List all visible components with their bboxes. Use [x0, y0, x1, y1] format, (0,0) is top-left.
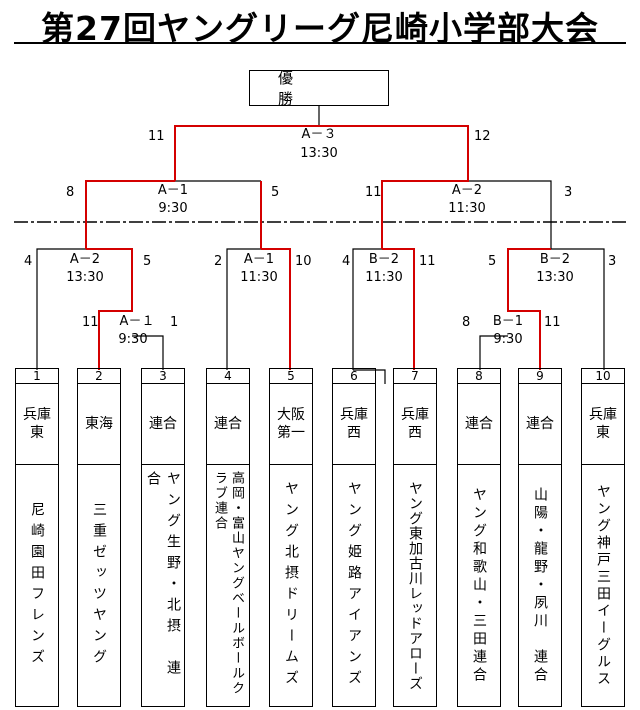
- a1-r1-score-left: 11: [82, 315, 99, 330]
- bracket-winner-path: [85, 125, 551, 370]
- semi-right-time: 11:30: [448, 201, 486, 216]
- team-region: 連合: [457, 383, 501, 465]
- final-time: 13:30: [300, 146, 338, 161]
- b2-right-score-right: 3: [608, 254, 617, 269]
- b1-score-right: 11: [544, 315, 561, 330]
- team-3: 3 連合 ヤング生野・北摂 連合: [141, 368, 185, 707]
- team-number: 7: [393, 368, 437, 384]
- team-region: 兵庫東: [15, 383, 59, 465]
- team-6: 6 兵庫西 ヤング姫路アイアンズ: [332, 368, 376, 707]
- a1-r1-time: 9:30: [118, 332, 148, 347]
- team-number: 1: [15, 368, 59, 384]
- team-name: ヤング神戸三田イーグルス: [581, 464, 625, 707]
- b2-left-score-right: 11: [419, 254, 436, 269]
- team-region: 大阪第一: [269, 383, 313, 465]
- b2-right-court: B－2: [539, 252, 571, 267]
- team-1: 1 兵庫東 尼崎園田フレンズ: [15, 368, 59, 707]
- a1-r2-time: 11:30: [240, 270, 278, 285]
- team-number: 4: [206, 368, 250, 384]
- team-name: ヤング姫路アイアンズ: [332, 464, 376, 707]
- a1-r2-score-left: 2: [214, 254, 223, 269]
- team-number: 3: [141, 368, 185, 384]
- semi-left-time: 9:30: [158, 201, 188, 216]
- b1-court: B－1: [492, 314, 524, 329]
- semi-right-court: A－2: [451, 183, 483, 198]
- b2-right-time: 13:30: [536, 270, 574, 285]
- team-number: 9: [518, 368, 562, 384]
- team-name: ヤング東加古川レッドアローズ: [393, 464, 437, 707]
- b1-time: 9:30: [493, 332, 523, 347]
- team-region: 東海: [77, 383, 121, 465]
- page-title: 第27回ヤングリーグ尼崎小学部大会: [41, 9, 599, 48]
- team-name: 尼崎園田フレンズ: [15, 464, 59, 707]
- a2-score-right: 5: [143, 254, 152, 269]
- b2-left-score-left: 4: [342, 254, 351, 269]
- team-name: ヤング和歌山・三田連合: [457, 464, 501, 707]
- semi-left-score-left: 8: [66, 185, 75, 200]
- team-region: 連合: [518, 383, 562, 465]
- team-name: 三重ゼッツヤング: [77, 464, 121, 707]
- title-underline: [14, 42, 626, 44]
- team-name: ヤング生野・北摂 連合: [141, 464, 185, 707]
- b2-right-score-left: 5: [488, 254, 497, 269]
- team-number: 5: [269, 368, 313, 384]
- team-4: 4 連合 高岡・富山ヤングベールボールクラブ連合: [206, 368, 250, 707]
- team-region: 兵庫西: [332, 383, 376, 465]
- team-number: 2: [77, 368, 121, 384]
- team-name: 山陽・龍野・夙川 連合: [518, 464, 562, 707]
- a2-court: A－2: [69, 252, 101, 267]
- semi-right-score-right: 3: [564, 185, 573, 200]
- semi-left-score-right: 5: [271, 185, 280, 200]
- semi-right-score-left: 11: [365, 185, 382, 200]
- team-region: 兵庫東: [581, 383, 625, 465]
- team-region: 連合: [206, 383, 250, 465]
- final-court: A－３: [301, 127, 337, 142]
- team-5: 5 大阪第一 ヤング北摂ドリームズ: [269, 368, 313, 707]
- final-score-left: 11: [148, 129, 165, 144]
- team-9: 9 連合 山陽・龍野・夙川 連合: [518, 368, 562, 707]
- semi-left-court: A－1: [157, 183, 189, 198]
- team-number: 8: [457, 368, 501, 384]
- team-name: ヤング北摂ドリームズ: [269, 464, 313, 707]
- team-number: 10: [581, 368, 625, 384]
- team-name: 高岡・富山ヤングベールボールクラブ連合: [206, 464, 250, 707]
- a1-r2-score-right: 10: [295, 254, 312, 269]
- a1-r1-score-right: 1: [170, 315, 179, 330]
- a2-time: 13:30: [66, 270, 104, 285]
- team-region: 兵庫西: [393, 383, 437, 465]
- team-10: 10 兵庫東 ヤング神戸三田イーグルス: [581, 368, 625, 707]
- b1-score-left: 8: [462, 315, 471, 330]
- b2-left-time: 11:30: [365, 270, 403, 285]
- a1-r2-court: A－1: [243, 252, 275, 267]
- winner-box: 優 勝: [249, 69, 389, 108]
- a1-r1-court: A－１: [119, 314, 155, 329]
- team-7: 7 兵庫西 ヤング東加古川レッドアローズ: [393, 368, 437, 707]
- team-number: 6: [332, 368, 376, 384]
- team-2: 2 東海 三重ゼッツヤング: [77, 368, 121, 707]
- final-score-right: 12: [474, 129, 491, 144]
- team-8: 8 連合 ヤング和歌山・三田連合: [457, 368, 501, 707]
- b2-left-court: B－2: [368, 252, 400, 267]
- a2-score-left: 4: [24, 254, 33, 269]
- team-region: 連合: [141, 383, 185, 465]
- bracket-black-lines: [36, 106, 605, 384]
